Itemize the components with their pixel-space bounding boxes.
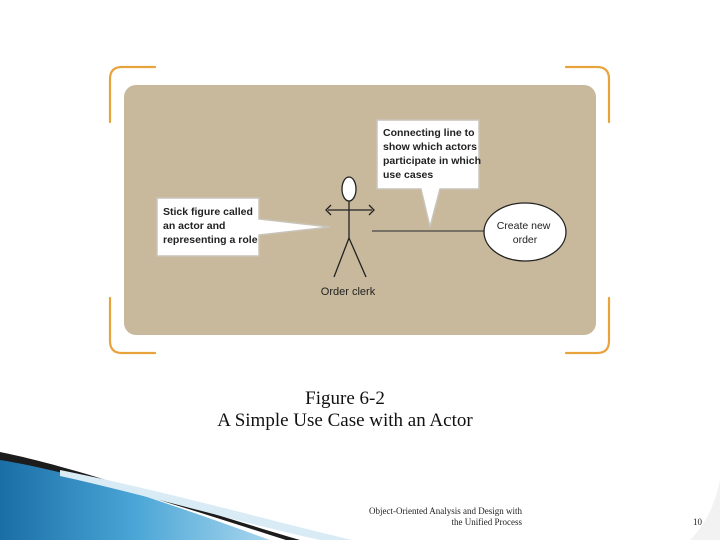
callout-connecting-line-box [376, 119, 480, 228]
bracket-bottom-left [108, 296, 157, 355]
actor-left-leg [333, 237, 350, 278]
callout-stick-figure-box [156, 197, 331, 257]
wave-decoration [0, 452, 352, 540]
actor-left-hand [325, 204, 332, 216]
page-number: 10 [693, 517, 702, 527]
figure-title: A Simple Use Case with an Actor [217, 410, 473, 431]
bracket-top-left [108, 65, 157, 124]
footer-source-line-2: the Unified Process [451, 517, 522, 527]
actor-right-leg [348, 237, 367, 278]
use-case-label: Create new order [497, 220, 554, 246]
bracket-bottom-right [564, 296, 611, 355]
callout-connecting-line-text: Connecting line to show which actors par… [383, 127, 484, 181]
callout-actor-line-3: representing a role [163, 234, 258, 246]
callout-line-1: Connecting line to [383, 127, 475, 139]
actor-label: Order clerk [321, 286, 376, 298]
footer-source-line-1: Object-Oriented Analysis and Design with [369, 506, 522, 516]
wave-light-band [60, 470, 352, 540]
footer-source: Object-Oriented Analysis and Design with… [330, 506, 522, 528]
callout-actor-line-1: Stick figure called [163, 206, 253, 218]
actor-head [341, 176, 357, 202]
callout-actor-line-2: an actor and [163, 220, 225, 232]
callout-line-4: use cases [383, 169, 433, 181]
callout-stick-figure-text: Stick figure called an actor and represe… [163, 206, 258, 246]
callout-line-3: participate in which [383, 155, 481, 167]
frame-brackets [108, 65, 611, 355]
callout-line-2: show which actors [383, 141, 477, 153]
page-curl [690, 480, 720, 540]
bracket-top-right [564, 65, 611, 124]
actor-right-hand [368, 204, 375, 216]
use-case-line-1: Create new [497, 220, 551, 232]
use-case-ellipse [483, 202, 567, 262]
figure-number: Figure 6-2 [305, 388, 385, 409]
actor-stick-figure [325, 176, 375, 278]
use-case-line-2: order [513, 234, 538, 246]
figure-caption: Figure 6-2 A Simple Use Case with an Act… [150, 388, 540, 432]
